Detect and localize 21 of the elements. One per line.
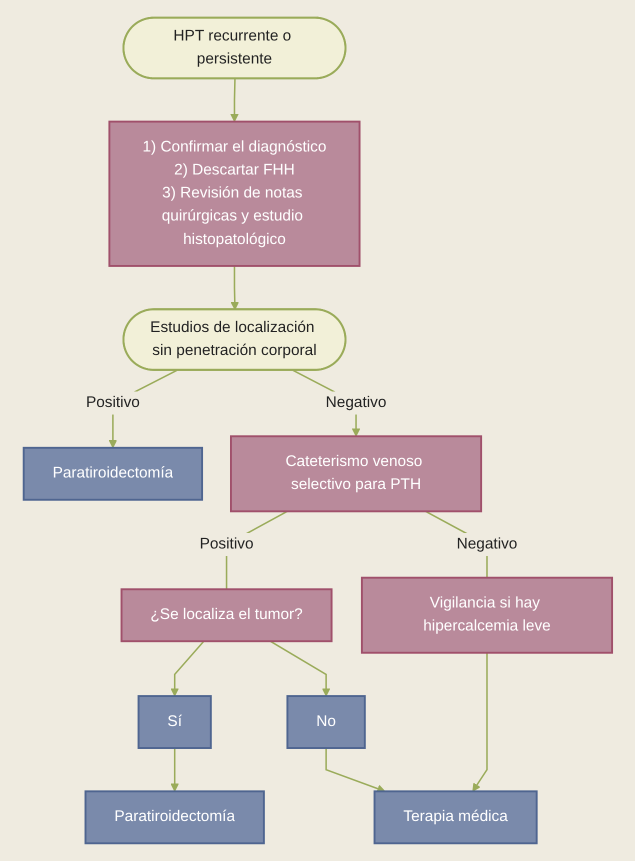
arrow <box>269 640 330 696</box>
node-box <box>108 120 360 267</box>
arrow <box>230 266 239 310</box>
node-box <box>22 446 203 501</box>
arrow <box>324 748 385 793</box>
arrow <box>472 652 488 792</box>
arrow <box>170 640 204 696</box>
node-box <box>373 790 538 844</box>
node-box <box>230 435 482 512</box>
arrow <box>230 78 238 122</box>
edge-label: Positivo <box>199 536 254 552</box>
node-box <box>286 695 366 749</box>
node-box <box>137 695 212 749</box>
edge-label: Positivo <box>86 394 140 411</box>
node-box <box>84 790 264 844</box>
flowchart: Positivo Negativo Positivo Negativo HPT recurrente o persistente 1) Confirmar el diagnóstico 2) Descartar FHH 3) Revisión de notas quirúrgicas y estudio histopatológico Estudios de localización sin penetración corporal Paratiroidectomía Cateterismo venoso selectivo para PTH ¿Se localiza el tumor? Vigilancia si hay hipercalcemia leve Sí No Paratiroidectomía Terapia médica <box>16 10 620 851</box>
node-box <box>360 576 613 654</box>
edge-label: Negativo <box>325 394 386 411</box>
node-box <box>120 588 332 642</box>
edge-label: Negativo <box>456 536 517 552</box>
arrow <box>170 748 179 792</box>
